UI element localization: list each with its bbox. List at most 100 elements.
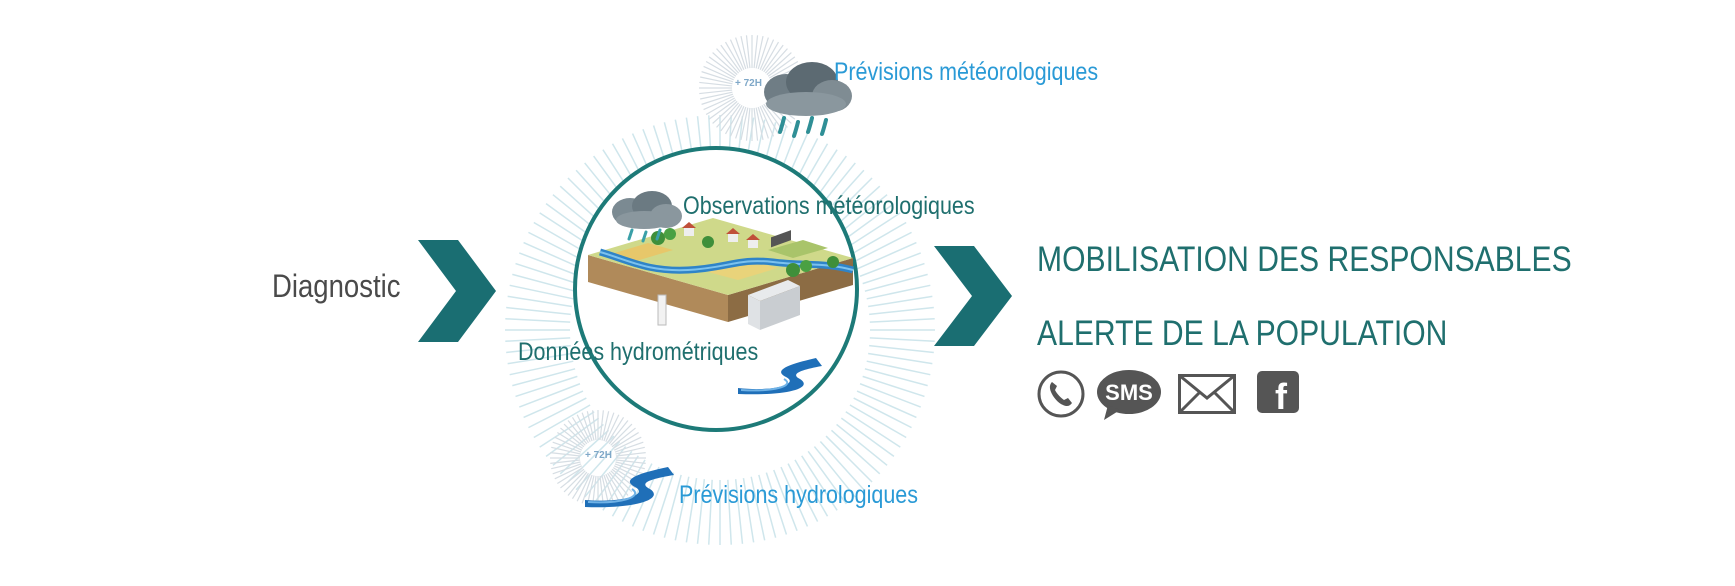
ray-line [607, 417, 625, 444]
ray-line [592, 410, 597, 441]
ray-line [740, 107, 749, 140]
ray-line [505, 317, 571, 323]
mail-icon [1178, 374, 1236, 414]
ray-line [825, 435, 873, 483]
ray-line [557, 467, 584, 485]
hydrometric-data-label: Données hydrométriques [518, 338, 759, 366]
ray-line [735, 37, 747, 70]
hydro-forecast-label: Prévisions hydrologiques [679, 481, 919, 509]
ray-line [519, 383, 581, 408]
river-wave-icon [738, 358, 822, 395]
ray-line [735, 106, 747, 139]
ray-line [551, 446, 581, 455]
ray-line [864, 368, 928, 387]
ray-line [845, 212, 901, 249]
heading-alerte: ALERTE DE LA POPULATION [1037, 314, 1448, 353]
ray-line [734, 479, 744, 544]
ray-line [509, 360, 574, 376]
ray-line [761, 41, 780, 71]
ray-line [869, 337, 935, 343]
ray-line [742, 478, 755, 543]
landscape-illustration [588, 218, 854, 330]
ray-line [729, 39, 745, 70]
weather-forecast-label: Prévisions météorologiques [834, 58, 1099, 86]
river-wave-icon [585, 467, 674, 508]
ray-line [705, 60, 735, 79]
ray-line [759, 39, 775, 70]
ray-line [614, 463, 644, 475]
ray-line [505, 337, 571, 343]
ray-line [652, 472, 675, 535]
ray-line [807, 450, 847, 505]
ray-line [836, 423, 888, 466]
ray-line [523, 241, 584, 270]
ray-line [724, 41, 743, 71]
ray-line [611, 427, 636, 448]
ray-line [586, 475, 595, 505]
ray-line [576, 473, 591, 502]
ray-line [593, 450, 633, 505]
ray-line [519, 252, 581, 277]
ray-line [567, 420, 588, 445]
ray-line [560, 427, 585, 448]
ray-line [515, 375, 578, 398]
rain-cloud-icon [612, 191, 682, 243]
ray-line [567, 435, 615, 483]
ray-line [603, 474, 615, 504]
ray-line [701, 93, 734, 105]
ray-line [696, 479, 706, 544]
ray-line [724, 105, 743, 135]
ray-line [550, 452, 581, 457]
ray-line [605, 473, 620, 502]
ray-line [512, 273, 576, 292]
ray-line [581, 412, 593, 442]
ray-line [740, 36, 749, 69]
ray-line [729, 106, 745, 137]
ray-line [708, 99, 737, 120]
ray-line [757, 37, 769, 70]
ray-line [552, 463, 582, 475]
ray-line [608, 471, 629, 496]
facebook-letter: f [1275, 376, 1288, 417]
ray-line [554, 465, 583, 480]
ray-line [753, 35, 759, 69]
ray-line [703, 65, 734, 81]
ray-line [716, 48, 740, 74]
ray-line [763, 44, 784, 73]
ray-line [701, 71, 734, 83]
ray-line [614, 441, 644, 453]
ray-line [557, 431, 584, 449]
ray-line [607, 472, 625, 499]
ray-line [840, 203, 895, 243]
ray-line [552, 441, 582, 453]
ray-line [757, 106, 769, 139]
ray-line [727, 479, 733, 545]
ray-line [528, 397, 587, 429]
ray-line [866, 360, 931, 376]
ray-line [864, 273, 928, 292]
forecast-badge: + 72H [735, 78, 762, 89]
ray-line [515, 262, 578, 285]
ray-line [819, 440, 865, 491]
ray-line [612, 431, 639, 449]
ray-line [703, 95, 734, 111]
ray-line [773, 469, 798, 531]
ray-line [610, 423, 633, 446]
sunburst-icon [550, 410, 646, 506]
ray-line [586, 411, 595, 441]
ray-line [720, 103, 741, 132]
ray-line [506, 306, 571, 316]
ray-line [605, 414, 620, 443]
ray-line [869, 344, 934, 354]
ray-line [707, 479, 713, 545]
sms-icon: SMS [1097, 370, 1161, 420]
ray-line [853, 397, 912, 429]
ray-line [869, 306, 934, 316]
ray-line [716, 102, 740, 128]
ray-line [554, 436, 583, 451]
ray-line [856, 390, 917, 419]
forecast-badge: + 72H [585, 450, 612, 461]
ray-line [685, 478, 698, 543]
sms-label: SMS [1105, 380, 1153, 405]
ray-line [705, 97, 735, 116]
